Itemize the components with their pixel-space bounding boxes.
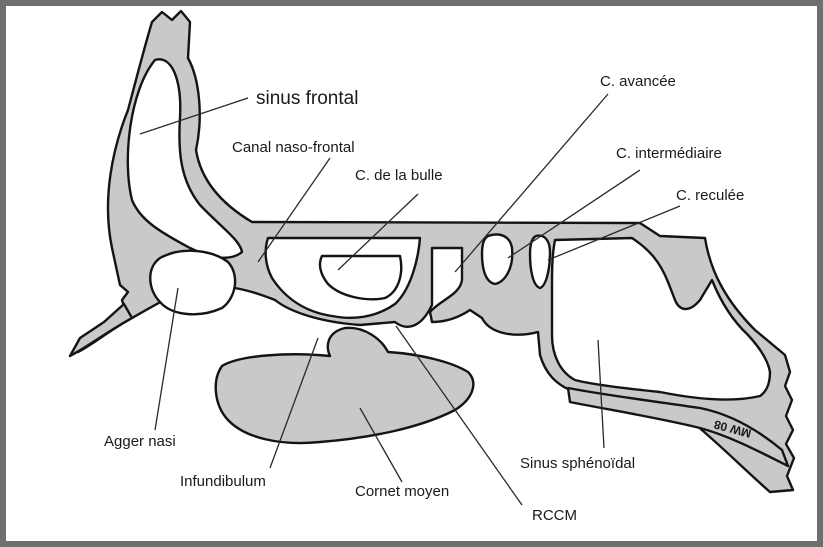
label-sinus-sphenoidal: Sinus sphénoïdal xyxy=(520,455,635,472)
label-cornet-moyen: Cornet moyen xyxy=(355,483,449,500)
label-agger-nasi: Agger nasi xyxy=(104,433,176,450)
label-infundibulum: Infundibulum xyxy=(180,473,266,490)
middle-turbinate xyxy=(216,328,474,443)
label-c-de-la-bulle: C. de la bulle xyxy=(355,167,443,184)
label-rccm: RCCM xyxy=(532,507,577,524)
label-canal-naso-frontal: Canal naso-frontal xyxy=(232,139,355,156)
label-c-avancee: C. avancée xyxy=(600,73,676,90)
nasal-spike xyxy=(70,304,132,356)
label-sinus-frontal: sinus frontal xyxy=(256,88,358,109)
label-c-reculee: C. reculée xyxy=(676,187,744,204)
agger-nasi-cell xyxy=(150,251,235,314)
label-c-intermediaire: C. intermédiaire xyxy=(616,145,722,162)
cell-intermediaire xyxy=(530,236,550,288)
